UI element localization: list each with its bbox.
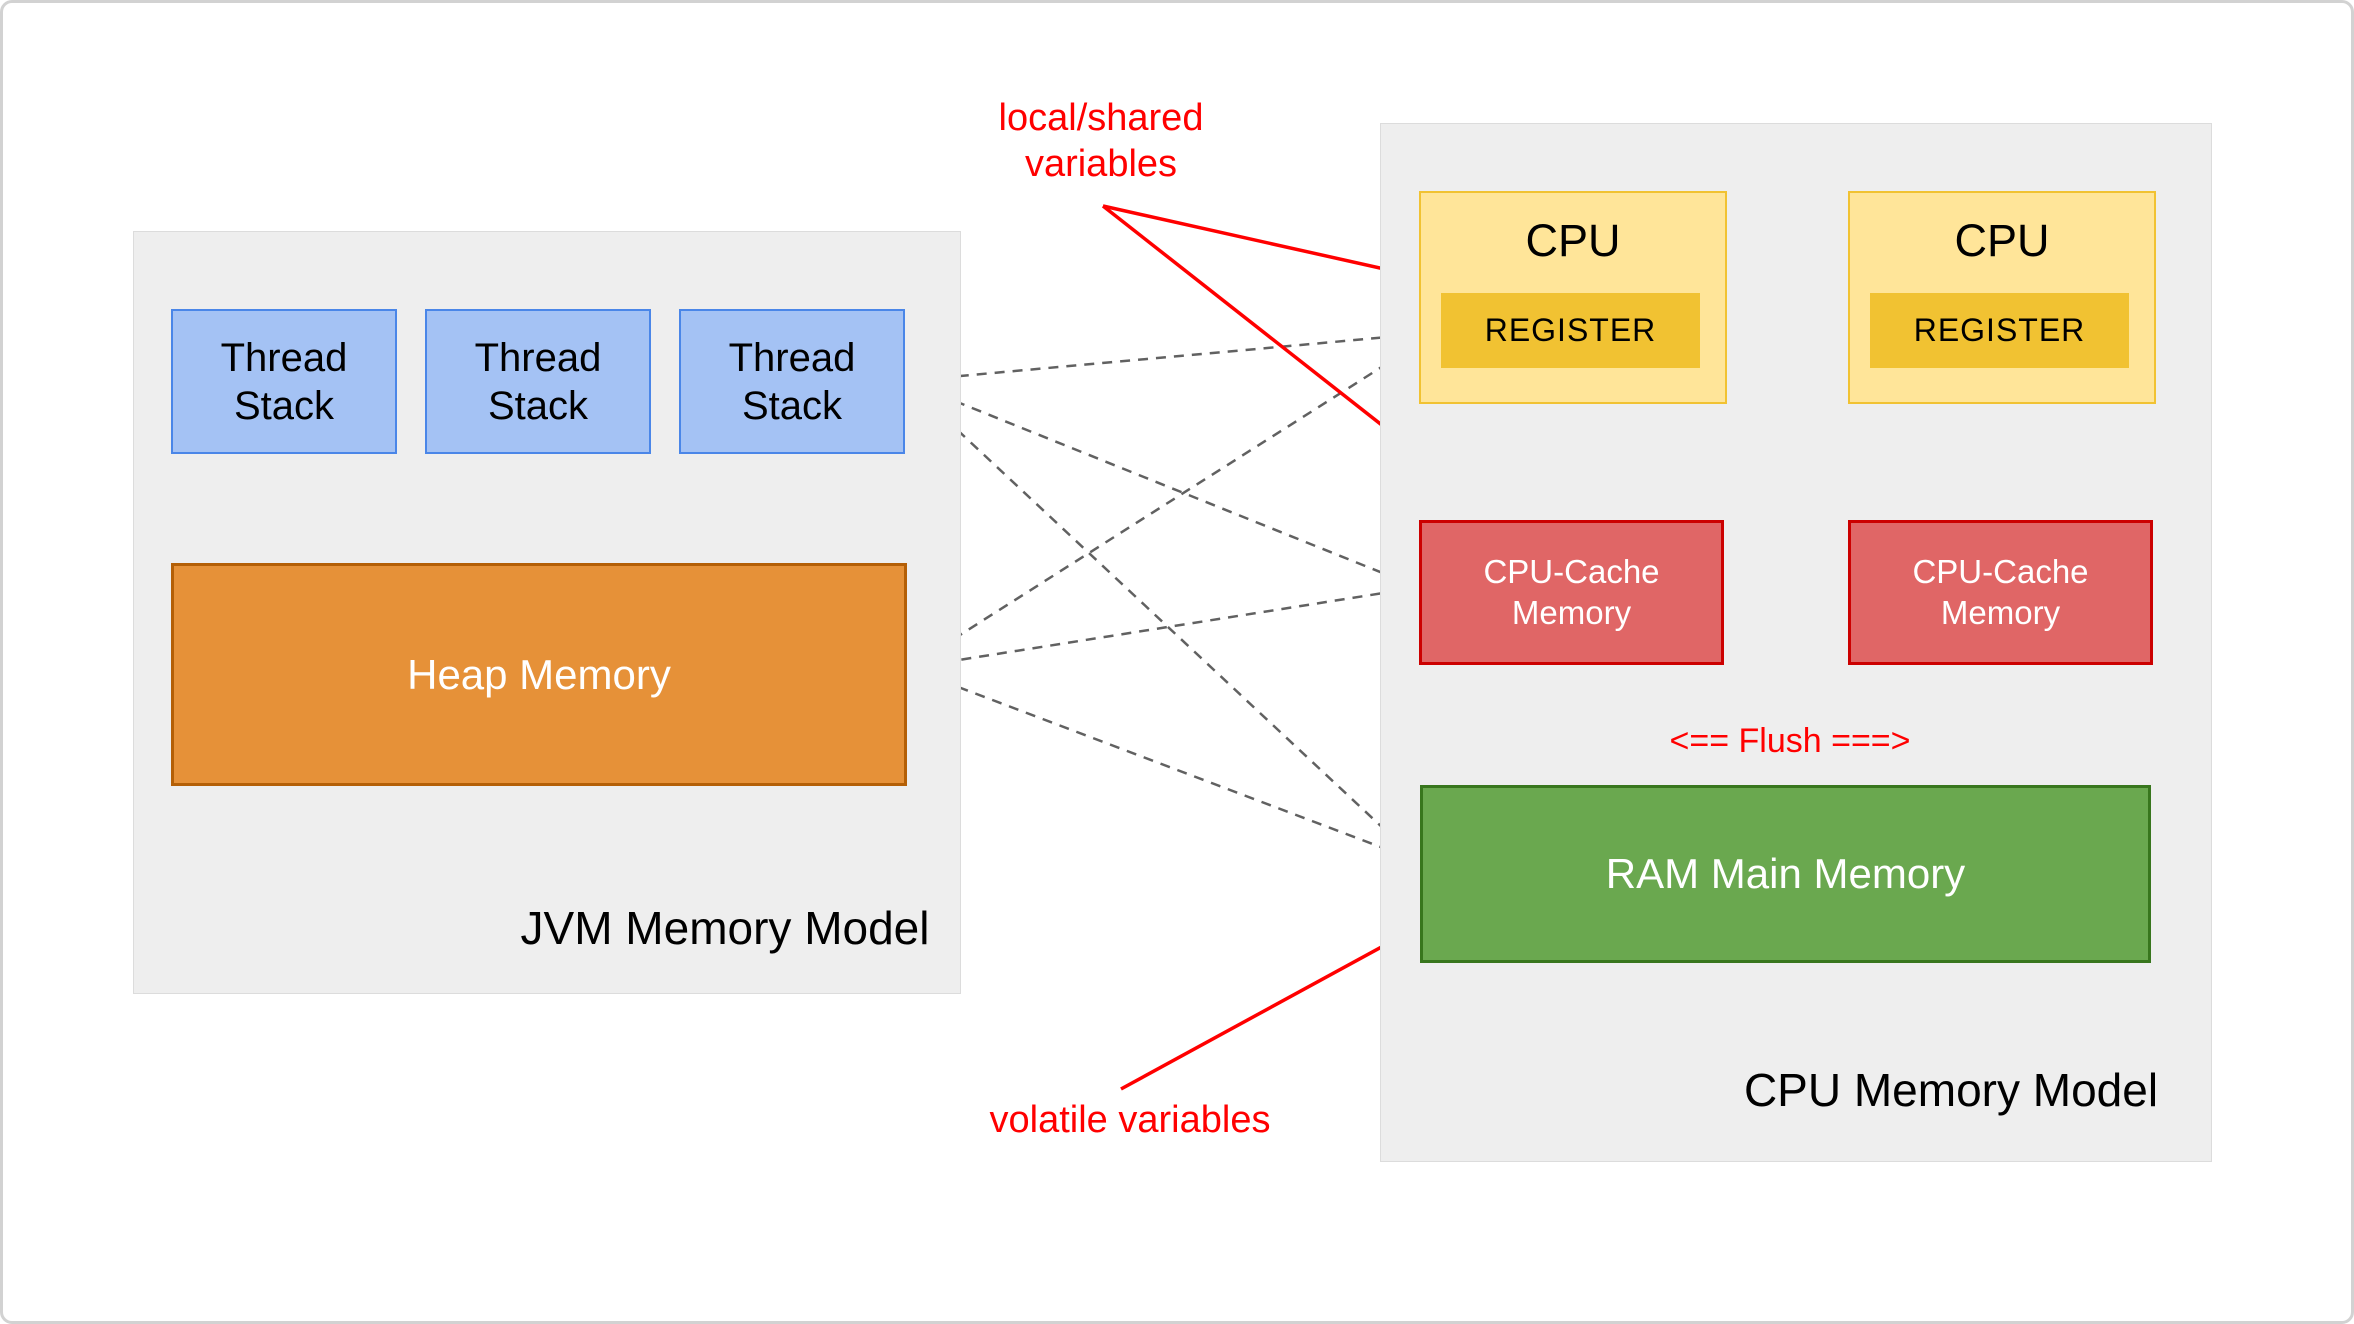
cpu-label: CPU [1525,215,1621,266]
thread-stack-box-2: Thread Stack [425,309,651,454]
flush-note: <== Flush ===> [1669,722,1911,760]
cpu-model-title: CPU Memory Model [1743,1064,2159,1116]
cpu-cache-label: CPU-Cache Memory [1483,553,1660,631]
volatile-variables-note: volatile variables [989,1099,1271,1141]
cpu-cache-box-2: CPU-Cache Memory [1848,520,2153,665]
heap-memory-box: Heap Memory [171,563,907,786]
ram-main-memory-box: RAM Main Memory [1420,785,2151,963]
dashed-threadstack-to-register [903,326,1434,388]
dashed-heap-to-register [907,333,1433,670]
thread-stack-label: Thread Stack [728,335,856,428]
cpu-box-1: CPU REGISTER [1419,191,1727,404]
register-label: REGISTER [1913,312,2086,348]
dashed-connectors [903,326,1434,863]
ram-main-memory-label: RAM Main Memory [1605,850,1966,897]
cpu-memory-model-panel: CPU REGISTER CPU REGISTER CPU-Cache Memo… [1380,123,2212,1162]
dashed-heap-to-cache [906,582,1417,674]
local-shared-line2: variables [1024,143,1178,185]
register-box-2: REGISTER [1870,293,2129,368]
thread-stack-label: Thread Stack [220,335,348,428]
heap-memory-label: Heap Memory [407,650,671,698]
dashed-threadstack-to-cache [904,379,1416,588]
register-label: REGISTER [1484,312,1657,348]
local-shared-line1: local/shared [998,97,1204,139]
cpu-cache-box-1: CPU-Cache Memory [1419,520,1724,665]
thread-stack-box-3: Thread Stack [679,309,905,454]
cpu-cache-label: CPU-Cache Memory [1912,553,2089,631]
cpu-label: CPU [1954,215,2050,266]
jvm-memory-model-panel: Thread Stack Thread Stack Thread Stack H… [133,231,961,994]
local-shared-variables-note: local/shared variables [951,95,1251,187]
thread-stack-box-1: Thread Stack [171,309,397,454]
cpu-box-2: CPU REGISTER [1848,191,2156,404]
dashed-heap-to-ram [907,666,1417,863]
thread-stack-label: Thread Stack [474,335,602,428]
dashed-threadstack-to-ram [904,380,1416,859]
jvm-model-title: JVM Memory Model [520,902,930,954]
register-box-1: REGISTER [1441,293,1700,368]
